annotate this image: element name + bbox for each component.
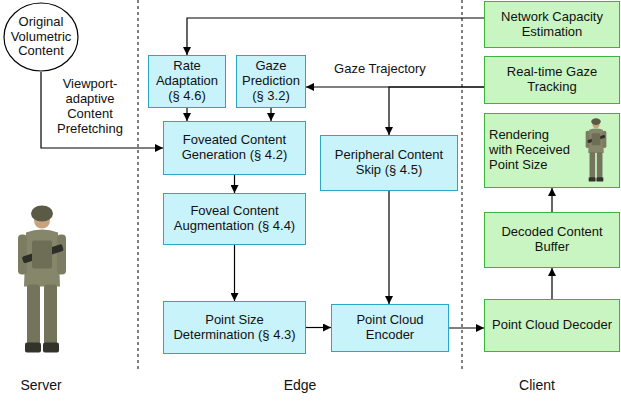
node-text: Foveated Content Generation (§ 4.2) bbox=[167, 133, 302, 163]
flow-arrow bbox=[551, 188, 552, 212]
node-text: Network Capacity Estimation bbox=[488, 10, 616, 40]
node-text: Point Size Determination (§ 4.3) bbox=[167, 313, 302, 343]
client-box: Real-time Gaze Tracking bbox=[484, 56, 620, 104]
flow-arrow bbox=[551, 268, 552, 299]
client-box: Decoded Content Buffer bbox=[484, 212, 620, 268]
content-ellipse: Original Volumetric Content bbox=[3, 2, 79, 72]
flow-arrow bbox=[449, 327, 484, 328]
process-box: Gaze Prediction (§ 3.2) bbox=[236, 55, 306, 108]
node-text: Decoded Content Buffer bbox=[488, 225, 616, 255]
column-label: Server bbox=[6, 377, 76, 393]
edge-label: Viewport-adaptive Content Prefetching bbox=[44, 77, 136, 137]
flow-arrow bbox=[306, 327, 331, 328]
client-box: Point Cloud Decoder bbox=[484, 299, 620, 352]
flow-arrow bbox=[41, 72, 163, 148]
node-text: Point Cloud Decoder bbox=[492, 318, 612, 333]
node-text: Gaze Prediction (§ 3.2) bbox=[240, 59, 302, 104]
edge-label: Gaze Trajectory bbox=[318, 62, 442, 77]
node-text: Rendering with Received Point Size bbox=[489, 128, 573, 173]
process-box: Point Cloud Encoder bbox=[331, 304, 449, 352]
flow-arrow bbox=[186, 108, 187, 121]
column-label: Edge bbox=[270, 377, 330, 393]
divider-line bbox=[462, 0, 463, 372]
flow-arrow bbox=[270, 108, 271, 121]
process-box: Rate Adaptation (§ 4.6) bbox=[148, 55, 226, 108]
flow-arrow bbox=[187, 18, 484, 55]
client-box: Rendering with Received Point Size bbox=[484, 113, 620, 188]
node-text: Rate Adaptation (§ 4.6) bbox=[152, 59, 222, 104]
divider-line bbox=[138, 0, 139, 372]
ellipse-shape bbox=[4, 3, 78, 71]
client-figure bbox=[586, 118, 607, 181]
client-box: Network Capacity Estimation bbox=[484, 1, 620, 48]
flow-arrow bbox=[234, 175, 235, 193]
process-box: Peripheral Content Skip (§ 4.5) bbox=[320, 135, 458, 191]
node-text: Foveal Content Augmentation (§ 4.4) bbox=[167, 204, 302, 234]
flow-arrow bbox=[389, 87, 484, 135]
node-text: Real-time Gaze Tracking bbox=[488, 65, 616, 95]
node-text: Peripheral Content Skip (§ 4.5) bbox=[324, 148, 454, 178]
process-box: Point Size Determination (§ 4.3) bbox=[163, 301, 306, 354]
node-text: Point Cloud Encoder bbox=[335, 313, 445, 343]
column-label: Client bbox=[502, 377, 572, 393]
process-box: Foveal Content Augmentation (§ 4.4) bbox=[163, 193, 306, 245]
server-figure bbox=[18, 206, 66, 353]
flow-arrow bbox=[234, 245, 235, 301]
node-text: Original Volumetric Content bbox=[9, 15, 73, 60]
process-box: Foveated Content Generation (§ 4.2) bbox=[163, 121, 306, 175]
flow-arrow bbox=[388, 191, 389, 304]
